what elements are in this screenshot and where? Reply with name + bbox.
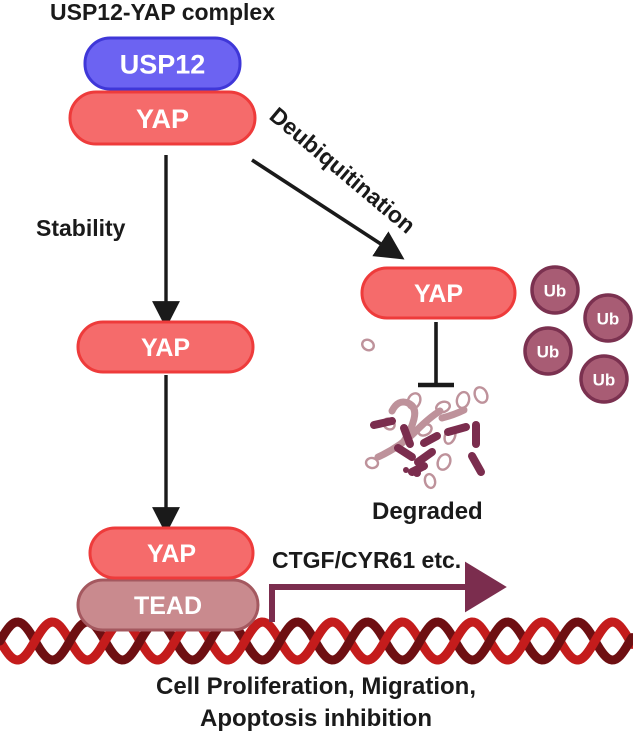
ubiquitin-molecule[interactable]: Ub bbox=[579, 354, 629, 404]
protein-fragment-bar bbox=[370, 417, 396, 429]
ctgf-cyr61-label: CTGF/CYR61 etc. bbox=[272, 547, 461, 573]
dna-strand-light-over bbox=[13, 617, 56, 665]
protein-fragment-blob bbox=[473, 386, 489, 404]
stability-label: Stability bbox=[36, 215, 126, 241]
protein-fragment-bar bbox=[400, 424, 414, 448]
ubiquitin-label: Ub bbox=[593, 371, 616, 390]
protein-fragment-blob bbox=[423, 472, 437, 490]
protein-fragment-strand bbox=[438, 406, 468, 422]
protein-fragment-strand bbox=[374, 407, 444, 461]
ubiquitin-molecule[interactable]: Ub bbox=[583, 293, 633, 343]
dna-strand-light-over bbox=[503, 617, 546, 665]
dna-strand-light-over bbox=[293, 617, 336, 665]
ubiquitin-molecule[interactable]: Ub bbox=[530, 265, 580, 315]
protein-fragment-blob bbox=[364, 456, 380, 470]
dna-strand-light-over bbox=[363, 617, 406, 665]
degraded-protein-fragments bbox=[361, 338, 489, 490]
node-yap-complex[interactable]: YAP bbox=[68, 90, 257, 146]
protein-fragment-dot bbox=[413, 469, 421, 477]
protein-fragment-dot bbox=[403, 467, 409, 473]
protein-fragment-bar bbox=[420, 432, 441, 447]
dna-strand-light-over bbox=[433, 617, 476, 665]
outcome-line-2: Apoptosis inhibition bbox=[200, 705, 432, 732]
ubiquitin-label: Ub bbox=[537, 343, 560, 362]
diagram-title: USP12-YAP complex bbox=[50, 0, 275, 25]
node-label-yap-deubiquitinated: YAP bbox=[414, 280, 463, 308]
deubiquitination-arrow bbox=[251, 158, 405, 260]
protein-fragment-bar bbox=[414, 448, 436, 466]
protein-fragment-blob bbox=[455, 390, 471, 410]
node-label-yap-tead: YAP bbox=[147, 540, 196, 568]
protein-fragment-bar bbox=[468, 452, 485, 476]
ubiquitin-label: Ub bbox=[544, 282, 567, 301]
ubiquitin-molecule[interactable]: Ub bbox=[523, 326, 573, 376]
protein-fragment-blob bbox=[361, 338, 375, 352]
protein-fragment-blob bbox=[406, 392, 422, 410]
node-yap-tead[interactable]: YAP bbox=[88, 526, 255, 580]
node-label-tead: TEAD bbox=[134, 592, 202, 620]
dna-double-helix bbox=[0, 617, 633, 665]
protein-fragment-blob bbox=[417, 423, 433, 437]
protein-fragment-blob bbox=[436, 453, 452, 471]
ubiquitin-label: Ub bbox=[597, 310, 620, 329]
node-label-yap-complex: YAP bbox=[136, 104, 189, 134]
dna-strand-light-over bbox=[223, 617, 266, 665]
node-yap-deubiquitinated[interactable]: YAP bbox=[360, 266, 517, 320]
degraded-label: Degraded bbox=[372, 498, 483, 525]
outcome-line-1: Cell Proliferation, Migration, bbox=[156, 673, 476, 700]
node-usp12[interactable]: USP12 bbox=[83, 36, 242, 91]
node-tead[interactable]: TEAD bbox=[76, 578, 260, 632]
dna-strand-light-over bbox=[573, 617, 616, 665]
protein-fragment-bar bbox=[444, 423, 470, 436]
protein-fragment-blob bbox=[435, 400, 451, 414]
protein-fragment-bar bbox=[394, 444, 416, 461]
connectors bbox=[152, 155, 507, 622]
node-label-usp12: USP12 bbox=[120, 50, 206, 80]
node-label-yap-stable: YAP bbox=[141, 334, 190, 362]
node-yap-stable[interactable]: YAP bbox=[76, 320, 255, 374]
transcription-arrow bbox=[269, 561, 507, 622]
